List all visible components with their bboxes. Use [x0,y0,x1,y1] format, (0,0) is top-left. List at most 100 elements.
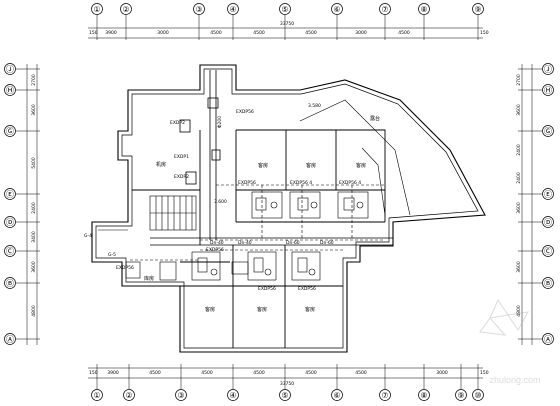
bottom-dimension: 3900 [107,370,119,376]
room-label-guest: 客房 [258,162,268,169]
bottom-grid-bubble: ⑦ [379,389,391,401]
right-grid-bubble: Ⓗ [542,84,554,96]
watermark-logo: zhulong.com [479,298,541,385]
top-grid-bubble: ⑧ [418,3,430,15]
svg-text:Ⓗ: Ⓗ [6,86,14,95]
svg-text:Ⓖ: Ⓖ [544,127,552,136]
svg-text:Ⓐ: Ⓐ [544,335,552,344]
svg-text:④: ④ [229,5,236,14]
tag-dn60: Dn-60 [320,240,334,246]
top-grid-bubble: ③ [193,3,205,15]
left-dimension: 5400 [31,157,37,169]
svg-text:①: ① [93,391,100,400]
svg-text:③: ③ [195,5,202,14]
svg-text:⑧: ⑧ [420,5,427,14]
svg-text:⑤: ⑤ [281,5,288,14]
right-grid-bubble: Ⓔ [542,188,554,200]
watermark-text: zhulong.com [489,375,540,385]
bottom-grid-bubble: ⑩ [472,389,484,401]
top-dimension: 4500 [253,30,265,36]
tag-exdp56: EXDP56 [116,265,134,271]
left-grid-bubble: Ⓑ [4,277,16,289]
bottom-dimension: 3000 [436,370,448,376]
left-dimension: 2700 [31,74,37,86]
right-grid-bubble: Ⓐ [542,333,554,345]
room-label-guest: 客房 [356,162,366,169]
top-dimension: 4500 [398,30,410,36]
top-grid-bubble: ④ [227,3,239,15]
svg-text:⑨: ⑨ [457,391,464,400]
svg-text:Ⓑ: Ⓑ [544,279,552,288]
room-label-guest: 客房 [205,306,215,313]
room-labels: 客房 客房 客房 客房 客房 客房 露台 机房 库房 [144,115,380,313]
staircase [149,195,197,231]
svg-text:Ⓐ: Ⓐ [6,335,14,344]
bottom-dimension: 150 [89,370,98,376]
left-grid-bubble: Ⓖ [4,125,16,137]
svg-text:Ⓖ: Ⓖ [6,127,14,136]
tag-exdp1: EXDP1 [174,154,189,160]
tag-exdp56: EXDP56 [206,247,224,253]
svg-text:Ⓔ: Ⓔ [544,190,552,199]
svg-text:④: ④ [229,391,236,400]
top-dimension: 3000 [157,30,169,36]
right-grid-bubble: Ⓑ [542,277,554,289]
top-dimension: 4500 [305,30,317,36]
left-dimension: 3600 [31,261,37,273]
svg-text:③: ③ [177,391,184,400]
bottom-grid-bubble: ④ [227,389,239,401]
right-dimension: 3600 [516,104,522,116]
top-grid-bubble: ⑤ [279,3,291,15]
svg-text:Ⓒ: Ⓒ [6,247,14,256]
right-grid-bubble: Ⓖ [542,125,554,137]
top-dimension: 150 [480,30,489,36]
left-grid-bubble: Ⓒ [4,245,16,257]
right-dimension: 3600 [516,261,522,273]
svg-text:②: ② [125,391,132,400]
tag-exdp56: EXDP56 [236,109,254,115]
room-label-guest: 客房 [306,162,316,169]
svg-text:②: ② [122,5,129,14]
left-grid-bubble: Ⓙ [4,63,16,75]
svg-text:⑤: ⑤ [281,391,288,400]
top-total-dimension: 33750 [280,21,294,27]
left-dimension: 4800 [31,305,37,317]
right-grid-axis: Ⓙ Ⓗ Ⓖ Ⓔ Ⓓ Ⓒ Ⓑ Ⓐ [542,63,554,345]
left-grid-axis: Ⓙ Ⓗ Ⓖ Ⓔ Ⓓ Ⓒ Ⓑ Ⓐ [4,63,16,345]
tag-dn60: Dn-60 [286,240,300,246]
svg-text:Ⓙ: Ⓙ [544,65,552,74]
bottom-dimension: 4500 [253,370,265,376]
top-dimension: 3000 [355,30,367,36]
top-dimension-chain: 150 3900 3000 4500 4500 4500 3000 4500 1… [88,15,489,40]
tag-pipe-diameter: Φ200 [217,116,223,128]
bottom-grid-bubble: ⑨ [455,389,467,401]
top-dimension: 150 [89,30,98,36]
right-grid-bubble: Ⓓ [542,216,554,228]
duct-shaft [179,70,221,240]
svg-text:Ⓓ: Ⓓ [6,218,14,227]
tag-exdp2: EXDP2 [170,120,185,126]
right-dimension-chain: 2700 3600 2400 2400 3600 3600 4800 [516,64,542,345]
tag-exdp56: EXDP56 [238,180,256,186]
bottom-grid-bubble: ⑥ [331,389,343,401]
left-dimension: 3400 [31,231,37,243]
top-dimension: 4500 [210,30,222,36]
left-grid-bubble: Ⓐ [4,333,16,345]
left-dimension: 2400 [31,202,37,214]
right-dimension: 2400 [516,144,522,156]
tag-dn40: Dn-40 [210,240,224,246]
tag-dn40: Dn-40 [238,240,252,246]
top-grid-bubble: ⑦ [379,3,391,15]
tag-g4: G-4 [84,233,92,239]
bottom-grid-bubble: ② [123,389,135,401]
tag-elevation: 3.600 [214,199,227,205]
tag-g5: G-5 [108,252,116,258]
bottom-grid-bubble: ① [91,389,103,401]
svg-text:⑧: ⑧ [420,391,427,400]
room-label-storage: 库房 [144,275,154,282]
bottom-dimension: 4500 [201,370,213,376]
bottom-grid-axis: ① ② ③ ④ ⑤ ⑥ ⑦ ⑧ ⑨ ⑩ [91,389,484,401]
left-dimension-chain: 2700 3600 5400 2400 3400 3600 4800 [16,64,40,345]
svg-text:⑦: ⑦ [381,5,388,14]
